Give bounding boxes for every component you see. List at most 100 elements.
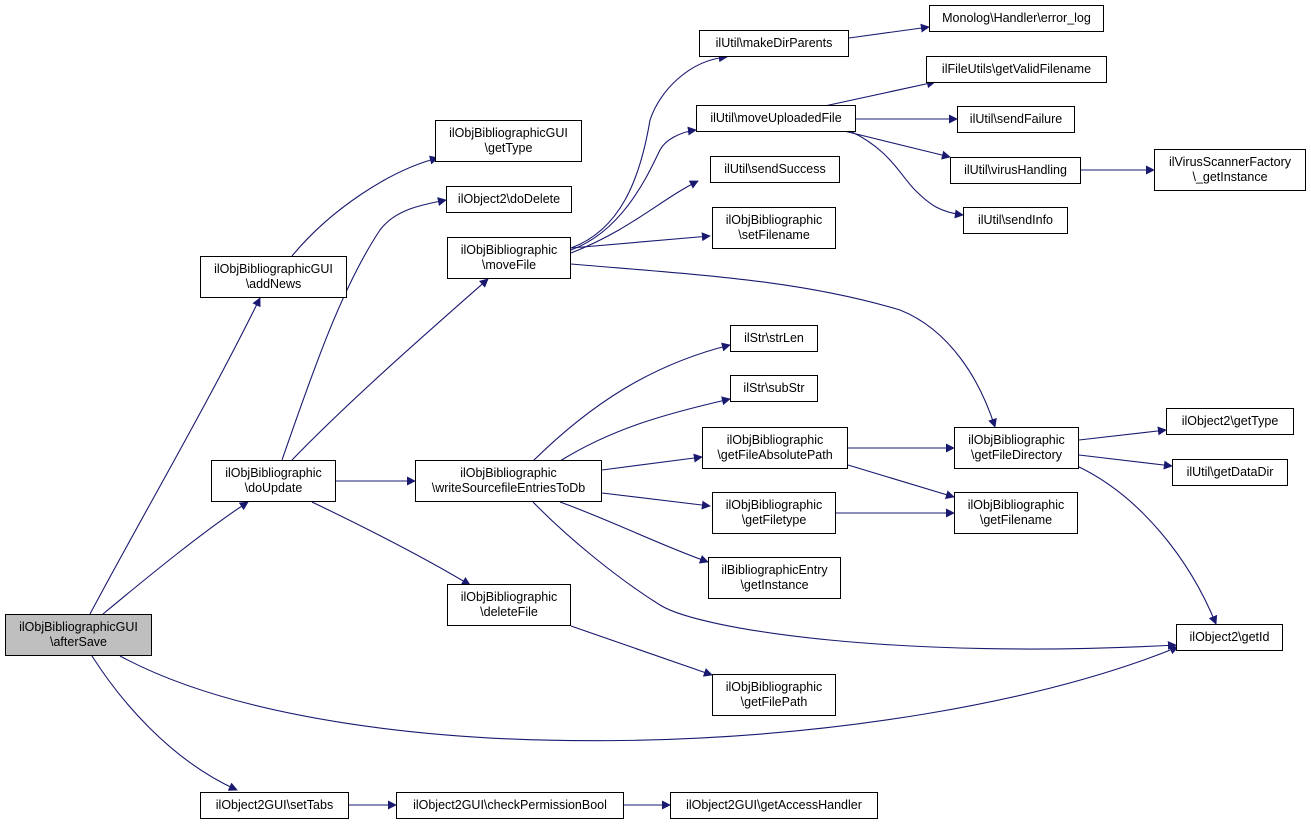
edge-aftersave-settabs [91, 655, 238, 791]
node-aftersave-line1: ilObjBibliographicGUI [19, 620, 138, 634]
edge-doupdate-deletefile [311, 501, 471, 586]
edge-writesource-getid [532, 501, 1177, 650]
node-makedirparents-line1: ilUtil\makeDirParents [715, 36, 833, 50]
node-getfileabsolutepath[interactable]: ilObjBibliographic \getFileAbsolutePath [702, 427, 848, 469]
edge-addnews-gettype [291, 155, 439, 257]
edge-aftersave-addnews [89, 297, 261, 615]
node-getfiletype-line1: ilObjBibliographic [725, 498, 823, 512]
node-sendinfo-line1: ilUtil\sendInfo [977, 213, 1054, 227]
node-getid[interactable]: ilObject2\getId [1176, 624, 1283, 651]
edge-writesource-getfiletype [601, 492, 711, 510]
node-getentryinstance-line2: \getInstance [740, 578, 809, 592]
node-getdatadir[interactable]: ilUtil\getDataDir [1172, 459, 1288, 486]
node-deletefile[interactable]: ilObjBibliographic \deleteFile [447, 584, 571, 626]
node-getfilepath[interactable]: ilObjBibliographic \getFilePath [712, 674, 836, 716]
edge-deletefile-getfilepath [570, 625, 713, 677]
node-getvalidfilename[interactable]: ilFileUtils\getValidFilename [926, 56, 1107, 83]
node-getentryinstance-line1: ilBibliographicEntry [721, 563, 828, 577]
node-sendfailure-line1: ilUtil\sendFailure [969, 112, 1063, 126]
node-getfilename-line1: ilObjBibliographic [967, 498, 1065, 512]
edge-movefile-moveuploaded [570, 126, 697, 251]
edge-writesource-substr [559, 396, 731, 462]
node-addnews[interactable]: ilObjBibliographicGUI \addNews [200, 256, 347, 298]
node-writesourcefile[interactable]: ilObjBibliographic \writeSourcefileEntri… [415, 460, 602, 502]
node-setfilename-line2: \setFilename [738, 228, 810, 242]
node-writesourcefile-line1: ilObjBibliographic [460, 466, 557, 480]
node-deletefile-line1: ilObjBibliographic [460, 590, 558, 604]
node-substr[interactable]: ilStr\subStr [730, 375, 818, 402]
node-makedirparents[interactable]: ilUtil\makeDirParents [699, 30, 849, 57]
node-moveuploadedfile[interactable]: ilUtil\moveUploadedFile [696, 105, 856, 132]
edge-getfiledirectory-getdatadir [1078, 454, 1173, 470]
node-checkpermissionbool[interactable]: ilObject2GUI\checkPermissionBool [396, 792, 624, 819]
node-errorlog[interactable]: Monolog\Handler\error_log [929, 5, 1104, 32]
node-getaccesshandler-line1: ilObject2GUI\getAccessHandler [686, 798, 862, 812]
node-gettype-line2: \getType [484, 141, 533, 155]
node-dodelete-line1: ilObject2\doDelete [457, 192, 561, 206]
node-checkpermissionbool-line1: ilObject2GUI\checkPermissionBool [413, 798, 607, 812]
edge-doupdate-movefile [291, 278, 489, 461]
node-strlen[interactable]: ilStr\strLen [730, 325, 818, 352]
node-deletefile-line2: \deleteFile [480, 605, 538, 619]
node-getfilepath-line1: ilObjBibliographic [725, 680, 823, 694]
node-virushandling-line1: ilUtil\virusHandling [964, 163, 1067, 177]
edge-movefile-sendsuccess [570, 180, 699, 254]
node-sendsuccess[interactable]: ilUtil\sendSuccess [710, 156, 840, 183]
edge-movefile-getfiledirectory [570, 263, 997, 428]
edge-getfileabs-getfilename [847, 464, 955, 499]
node-getfileabsolutepath-line2: \getFileAbsolutePath [717, 448, 833, 462]
node-getdatadir-line1: ilUtil\getDataDir [1186, 465, 1274, 479]
node-getentryinstance[interactable]: ilBibliographicEntry \getInstance [708, 557, 841, 599]
node-virusscannerfactory-line2: \_getInstance [1192, 170, 1268, 184]
node-errorlog-line1: Monolog\Handler\error_log [942, 11, 1091, 25]
node-virusscannerfactory[interactable]: ilVirusScannerFactory \_getInstance [1154, 149, 1306, 191]
node-sendsuccess-line1: ilUtil\sendSuccess [724, 162, 826, 176]
node-getvalidfilename-line1: ilFileUtils\getValidFilename [941, 62, 1092, 76]
node-moveuploadedfile-line1: ilUtil\moveUploadedFile [710, 111, 842, 125]
node-setfilename[interactable]: ilObjBibliographic \setFilename [712, 207, 836, 249]
node-addnews-line2: \addNews [245, 277, 302, 291]
node-getfiletype[interactable]: ilObjBibliographic \getFiletype [712, 492, 836, 534]
edge-writesource-strlen [532, 342, 731, 462]
node-getaccesshandler[interactable]: ilObject2GUI\getAccessHandler [670, 792, 878, 819]
node-object2-gettype[interactable]: ilObject2\getType [1166, 408, 1294, 435]
node-settabs-line1: ilObject2GUI\setTabs [215, 798, 334, 812]
node-getfiledirectory-line2: \getFileDirectory [971, 448, 1062, 462]
node-getfiletype-line2: \getFiletype [741, 513, 807, 527]
node-sendinfo[interactable]: ilUtil\sendInfo [963, 207, 1068, 234]
edge-moveuploaded-validfilename [819, 79, 936, 108]
node-substr-line1: ilStr\subStr [743, 381, 805, 395]
edge-aftersave-getid [119, 645, 1179, 742]
node-addnews-line1: ilObjBibliographicGUI [214, 262, 333, 276]
node-doupdate[interactable]: ilObjBibliographic \doUpdate [211, 460, 336, 502]
edge-getfiledirectory-getid [1074, 464, 1218, 625]
node-getfilepath-line2: \getFilePath [740, 695, 808, 709]
node-getfiledirectory[interactable]: ilObjBibliographic \getFileDirectory [954, 427, 1079, 469]
node-sendfailure[interactable]: ilUtil\sendFailure [957, 106, 1075, 133]
node-getfilename[interactable]: ilObjBibliographic \getFilename [954, 492, 1078, 534]
node-aftersave: ilObjBibliographicGUI \afterSave [5, 614, 152, 656]
edge-movefile-setfilename [570, 232, 711, 249]
edge-writesource-getentryinstance [559, 501, 709, 564]
node-doupdate-line1: ilObjBibliographic [225, 466, 322, 480]
node-getfiledirectory-line1: ilObjBibliographic [968, 433, 1065, 447]
node-gettype[interactable]: ilObjBibliographicGUI \getType [435, 120, 582, 162]
node-strlen-line1: ilStr\strLen [744, 331, 804, 345]
node-dodelete[interactable]: ilObject2\doDelete [446, 186, 572, 213]
edge-makedirparents-errorlog [848, 23, 930, 39]
edge-aftersave-doupdate [102, 501, 249, 615]
node-getfilename-line2: \getFilename [979, 513, 1053, 527]
node-getid-line1: ilObject2\getId [1189, 630, 1270, 644]
node-settabs[interactable]: ilObject2GUI\setTabs [200, 792, 349, 819]
node-writesourcefile-line2: \writeSourcefileEntriesToDb [431, 481, 586, 495]
edge-getfiledirectory-gettype [1078, 426, 1167, 441]
node-virushandling[interactable]: ilUtil\virusHandling [950, 157, 1081, 184]
edge-doupdate-dodelete [281, 197, 447, 461]
node-movefile[interactable]: ilObjBibliographic \moveFile [447, 237, 571, 279]
node-object2-gettype-line1: ilObject2\getType [1181, 414, 1279, 428]
node-movefile-line1: ilObjBibliographic [460, 243, 558, 257]
node-gettype-line1: ilObjBibliographicGUI [449, 126, 568, 140]
edge-moveuploaded-sendinfo [849, 130, 964, 219]
